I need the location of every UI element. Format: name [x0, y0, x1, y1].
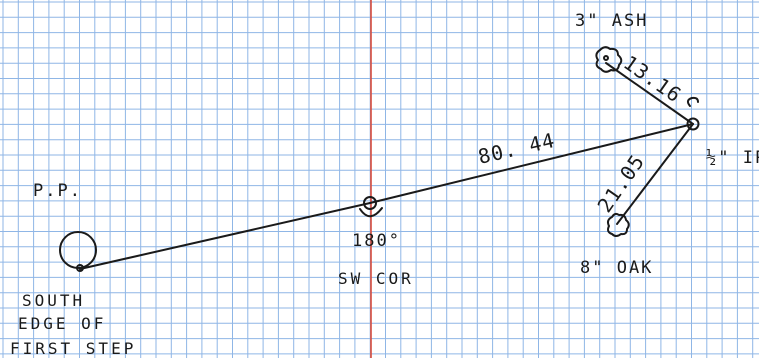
- sw-corner-label: SW COR: [338, 269, 414, 288]
- ash-dimension-mark: [686, 96, 699, 107]
- ash-tree-icon: [595, 46, 623, 73]
- iron-pipe-label: ½" IP: [706, 148, 759, 168]
- traverse-line-sw-to-ip: [369, 123, 694, 204]
- ash-label: 3" ASH: [575, 11, 648, 31]
- south-edge-label-line3: FIRST STEP: [10, 339, 136, 358]
- oak-tree-icon: [607, 212, 630, 237]
- pp-label: P.P.: [33, 181, 82, 201]
- tie-line-ip-to-oak: [616, 123, 694, 225]
- oak-label: 8" OAK: [580, 258, 653, 278]
- south-edge-label-line2: EDGE OF: [18, 314, 106, 333]
- pp-point: [76, 264, 84, 272]
- tie-line-ip-to-ash: [605, 62, 694, 125]
- south-edge-label-line1: SOUTH: [22, 291, 85, 310]
- angle-label: 180°: [352, 231, 401, 251]
- angle-arc-icon: [359, 207, 383, 218]
- sw-corner-marker: [363, 196, 377, 210]
- iron-pipe-marker: [686, 117, 700, 131]
- traverse-line-pp-to-sw: [79, 202, 371, 270]
- ash-tree-center: [603, 55, 609, 61]
